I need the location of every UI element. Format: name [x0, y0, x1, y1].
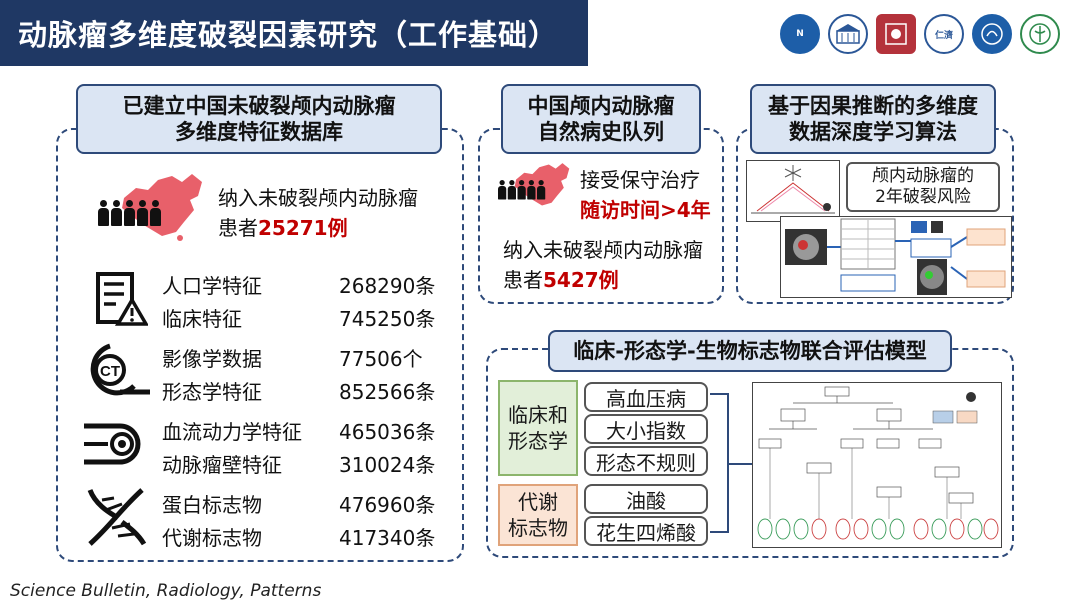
- database-heading-line2: 多维度特征数据库: [175, 120, 343, 144]
- cohort-patients-icon: [498, 180, 546, 200]
- cohort-heading-line1: 中国颅内动脉瘤: [527, 93, 675, 118]
- citation-footer: Science Bulletin, Radiology, Patterns: [10, 581, 322, 601]
- institution-logo-n-icon: N: [780, 14, 820, 54]
- feature-value-1: 268290条: [339, 274, 436, 298]
- decision-tree-figure: [752, 382, 1002, 548]
- page-title: 动脉瘤多维度破裂因素研究（工作基础）: [18, 18, 559, 52]
- feature-value-2: 745250条: [339, 307, 436, 331]
- cohort-followup: 随访时间>4年: [580, 198, 711, 222]
- risk-line1: 颅内动脉瘤的: [872, 165, 974, 186]
- algorithm-heading: 基于因果推断的多维度 数据深度学习算法: [750, 84, 996, 154]
- ct-label: CT: [100, 363, 120, 380]
- metabolic-marker-category: 代谢 标志物: [498, 484, 578, 546]
- university-logo-icon: [828, 14, 868, 54]
- ct-scanner-icon: CT: [90, 343, 150, 396]
- patients-group-icon: [98, 200, 161, 226]
- blood-flow-icon: [84, 423, 141, 465]
- database-enroll-line1: 纳入未破裂颅内动脉瘤: [218, 186, 418, 210]
- title-bar: 动脉瘤多维度破裂因素研究（工作基础）: [0, 0, 588, 66]
- bracket-connector: [710, 393, 752, 533]
- medical-university-logo-icon: [1020, 14, 1060, 54]
- category1-line2: 形态学: [508, 429, 568, 453]
- model-heading: 临床-形态学-生物标志物联合评估模型: [548, 330, 952, 372]
- feature-value-5: 465036条: [339, 420, 436, 444]
- cohort-enroll-count: 5427例: [543, 268, 619, 292]
- cohort-enroll-line2: 患者5427例: [503, 266, 619, 294]
- risk-label-box: 颅内动脉瘤的 2年破裂风险: [846, 162, 1000, 212]
- database-enroll-prefix: 患者: [218, 216, 258, 240]
- category1-line1: 临床和: [508, 403, 568, 427]
- algorithm-heading-line1: 基于因果推断的多维度: [768, 93, 978, 118]
- algorithm-flow-figure: [780, 216, 1012, 298]
- model-heading-text: 临床-形态学-生物标志物联合评估模型: [573, 338, 927, 363]
- model-item-arachidonic-acid: 花生四烯酸: [584, 516, 708, 546]
- hospital-logo-icon: [972, 14, 1012, 54]
- risk-line2: 2年破裂风险: [875, 187, 971, 207]
- cohort-heading: 中国颅内动脉瘤 自然病史队列: [501, 84, 701, 154]
- clinical-morphology-category: 临床和 形态学: [498, 380, 578, 476]
- feature-name-7: 蛋白标志物: [162, 493, 262, 517]
- database-enroll-line2: 患者25271例: [218, 214, 348, 242]
- document-warning-icon: [96, 272, 148, 326]
- causal-diagram-figure: [746, 160, 840, 222]
- renji-logo-text: 仁濟: [934, 30, 953, 41]
- cohort-heading-line2: 自然病史队列: [538, 120, 664, 144]
- feature-value-7: 476960条: [339, 493, 436, 517]
- database-enroll-count: 25271例: [258, 216, 348, 240]
- cohort-enroll-line1: 纳入未破裂颅内动脉瘤: [503, 238, 703, 262]
- feature-name-8: 代谢标志物: [162, 526, 262, 550]
- feature-value-8: 417340条: [339, 526, 436, 550]
- dna-icon: [87, 488, 147, 546]
- cohort-treatment: 接受保守治疗: [580, 168, 700, 192]
- category2-line2: 标志物: [508, 516, 568, 540]
- feature-value-3: 77506个: [339, 347, 423, 371]
- database-heading: 已建立中国未破裂颅内动脉瘤 多维度特征数据库: [76, 84, 442, 154]
- database-heading-line1: 已建立中国未破裂颅内动脉瘤: [122, 93, 396, 118]
- logo-strip: N 仁濟: [780, 14, 1060, 54]
- medical-college-logo-icon: [876, 14, 916, 54]
- cohort-enroll-prefix: 患者: [503, 268, 543, 292]
- algorithm-heading-line2: 数据深度学习算法: [789, 120, 957, 144]
- feature-name-1: 人口学特征: [162, 274, 262, 298]
- feature-name-2: 临床特征: [162, 307, 242, 331]
- model-item-oleic-acid: 油酸: [584, 484, 708, 514]
- feature-value-6: 310024条: [339, 453, 436, 477]
- feature-value-4: 852566条: [339, 380, 436, 404]
- model-item-hypertension: 高血压病: [584, 382, 708, 412]
- model-item-irregular-shape: 形态不规则: [584, 446, 708, 476]
- feature-name-5: 血流动力学特征: [162, 420, 302, 444]
- feature-name-6: 动脉瘤壁特征: [162, 453, 282, 477]
- category2-line1: 代谢: [518, 490, 558, 514]
- renji-logo-icon: 仁濟: [924, 14, 964, 54]
- feature-name-3: 影像学数据: [162, 347, 262, 371]
- feature-name-4: 形态学特征: [162, 380, 262, 404]
- model-item-size-ratio: 大小指数: [584, 414, 708, 444]
